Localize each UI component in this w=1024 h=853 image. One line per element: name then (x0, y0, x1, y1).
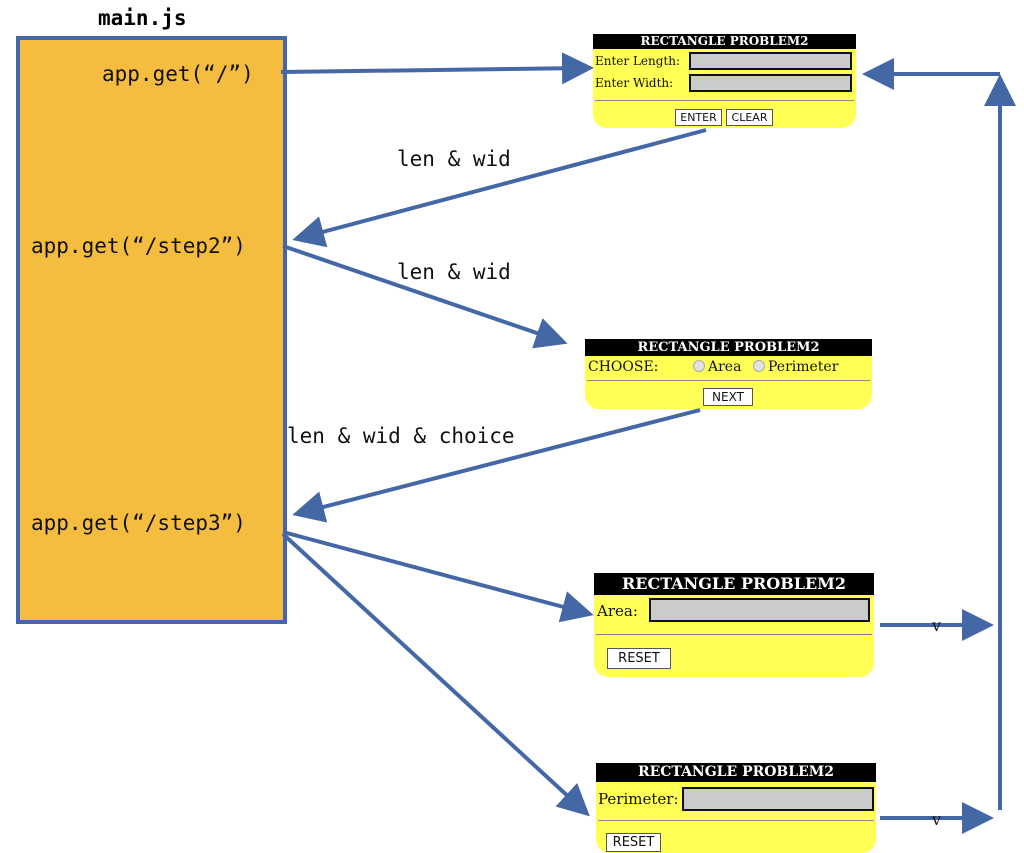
next-button[interactable]: NEXT (703, 388, 753, 406)
route-root: app.get(“/”) (102, 62, 254, 86)
radio-area-label: Area (708, 359, 742, 375)
radio-perimeter-label: Perimeter (768, 359, 839, 375)
area-output (649, 598, 870, 622)
arrow-step3-to-form3 (282, 530, 594, 623)
width-input[interactable] (689, 74, 852, 92)
form-title: RECTANGLE PROBLEM2 (596, 763, 876, 782)
form-title: RECTANGLE PROBLEM2 (593, 34, 856, 49)
arrow-root-to-form1 (280, 52, 594, 85)
perimeter-label: Perimeter: (598, 790, 679, 808)
form-step2: RECTANGLE PROBLEM2 CHOOSE: Area Perimete… (585, 339, 872, 409)
arrow-step3-to-form4 (281, 532, 590, 817)
route-step3: app.get(“/step3”) (31, 511, 246, 535)
loop-mark: v (932, 810, 942, 829)
edge-label-step2: len & wid (397, 260, 511, 284)
width-label: Enter Width: (595, 76, 674, 90)
loop-mark: v (932, 616, 942, 635)
enter-button[interactable]: ENTER (675, 109, 722, 126)
radio-area[interactable]: Area (693, 359, 741, 375)
radio-icon (693, 360, 705, 372)
route-step2: app.get(“/step2”) (31, 234, 246, 258)
reset-button[interactable]: RESET (606, 833, 661, 852)
length-label: Enter Length: (595, 54, 681, 68)
divider (598, 820, 874, 821)
form-title: RECTANGLE PROBLEM2 (594, 573, 874, 595)
form-area-result: RECTANGLE PROBLEM2 Area: RESET (594, 573, 874, 677)
edge-label-step3: len & wid & choice (287, 424, 515, 448)
form-title: RECTANGLE PROBLEM2 (585, 339, 872, 356)
clear-button[interactable]: CLEAR (726, 109, 773, 126)
form-step1: RECTANGLE PROBLEM2 Enter Length: Enter W… (593, 34, 856, 128)
form-perimeter-result: RECTANGLE PROBLEM2 Perimeter: RESET (596, 763, 876, 853)
length-input[interactable] (689, 52, 852, 70)
divider (596, 634, 872, 635)
server-box (16, 36, 287, 624)
area-label: Area: (597, 602, 638, 620)
perimeter-output (682, 787, 874, 811)
divider (587, 380, 870, 381)
choose-label: CHOOSE: (588, 359, 659, 375)
radio-icon (753, 360, 765, 372)
divider (595, 100, 854, 101)
edge-label-step1: len & wid (397, 147, 511, 171)
reset-button[interactable]: RESET (607, 648, 671, 669)
file-title: main.js (98, 6, 187, 30)
radio-perimeter[interactable]: Perimeter (753, 359, 838, 375)
